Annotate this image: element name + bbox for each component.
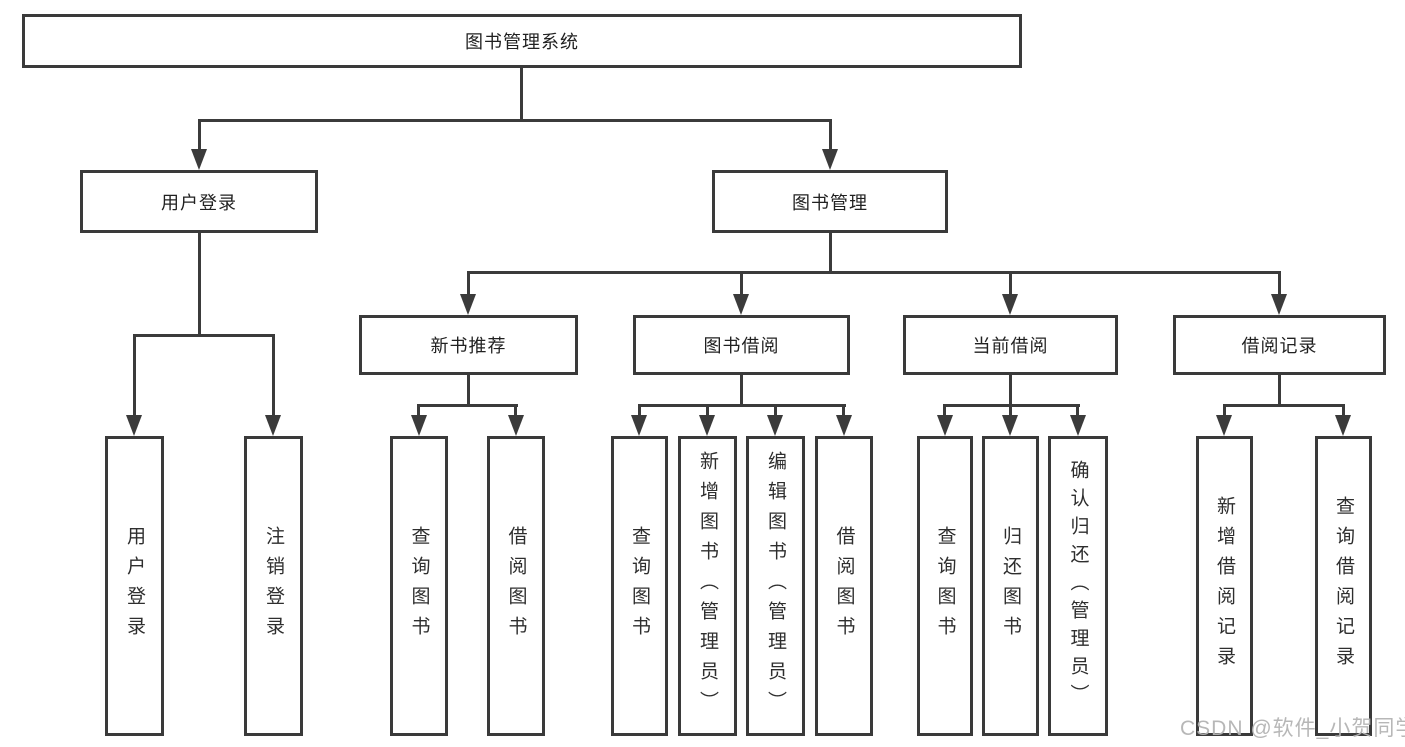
leaf-borrow-books-label: 借阅图书 <box>833 526 855 646</box>
connector-bookborrow-crossbar <box>638 404 846 407</box>
arrowhead-addbook <box>699 415 715 436</box>
leaf-add-book-admin: 新增图书（管理员） <box>678 436 737 736</box>
connector-newbook-stem <box>467 375 470 406</box>
leaf-return-books: 归还图书 <box>982 436 1039 736</box>
connector-drop-book-management <box>829 119 832 151</box>
connector-drop-query2 <box>638 404 641 417</box>
node-book-borrowing-label: 图书借阅 <box>703 336 780 356</box>
arrowhead-borrow-record <box>1271 294 1287 315</box>
connector-drop-leaf-user-login <box>133 334 136 416</box>
arrowhead-leaf-user-login <box>126 415 142 436</box>
connector-drop-borrow1 <box>514 404 517 417</box>
node-new-book-recommendation-label: 新书推荐 <box>430 336 507 356</box>
arrowhead-book-borrow <box>733 294 749 315</box>
node-borrowing-records-label: 借阅记录 <box>1241 336 1318 356</box>
connector-drop-leaf-logout <box>272 334 275 416</box>
arrowhead-borrow2 <box>836 415 852 436</box>
connector-drop-new-book <box>467 271 470 296</box>
leaf-add-borrow-record: 新增借阅记录 <box>1196 436 1253 736</box>
connector-currentborrow-stem <box>1009 375 1012 406</box>
connector-drop-queryrecord <box>1342 404 1345 417</box>
arrowhead-book-management <box>822 149 838 170</box>
connector-bookmgmt-stem <box>829 233 832 273</box>
leaf-user-login-label: 用户登录 <box>124 526 145 646</box>
connector-drop-user-login <box>198 119 201 151</box>
arrowhead-queryrecord <box>1335 415 1351 436</box>
leaf-edit-book-admin-label: 编辑图书（管理员） <box>765 451 786 721</box>
leaf-query-books-current-label: 查询图书 <box>934 526 956 646</box>
connector-drop-borrow2 <box>842 404 845 417</box>
connector-drop-query1 <box>417 404 420 417</box>
leaf-borrow-books-recommend-label: 借阅图书 <box>505 526 527 646</box>
leaf-confirm-return-admin: 确认归还（管理员） <box>1048 436 1108 736</box>
connector-bookmgmt-crossbar <box>467 271 1281 274</box>
connector-userlogin-stem <box>198 233 201 337</box>
leaf-add-borrow-record-label: 新增借阅记录 <box>1214 496 1235 676</box>
arrowhead-confirm-return <box>1070 415 1086 436</box>
leaf-query-books-recommend: 查询图书 <box>390 436 448 736</box>
leaf-query-borrow-record: 查询借阅记录 <box>1315 436 1372 736</box>
node-user-login-label: 用户登录 <box>161 192 237 213</box>
leaf-user-login: 用户登录 <box>105 436 164 736</box>
node-borrowing-records: 借阅记录 <box>1173 315 1386 375</box>
node-book-management-label: 图书管理 <box>792 192 868 213</box>
leaf-logout: 注销登录 <box>244 436 303 736</box>
arrowhead-query3 <box>937 415 953 436</box>
leaf-query-borrow-record-label: 查询借阅记录 <box>1333 496 1354 676</box>
connector-bookborrow-stem <box>740 375 743 406</box>
leaf-confirm-return-admin-label: 确认归还（管理员） <box>1067 460 1089 712</box>
connector-drop-addbook <box>706 404 709 417</box>
leaf-query-books-borrow: 查询图书 <box>611 436 668 736</box>
node-current-borrowing: 当前借阅 <box>903 315 1118 375</box>
connector-drop-current-borrow <box>1009 271 1012 296</box>
connector-drop-editbook <box>774 404 777 417</box>
connector-userlogin-crossbar <box>133 334 275 337</box>
node-root: 图书管理系统 <box>22 14 1022 68</box>
leaf-logout-label: 注销登录 <box>263 526 284 646</box>
node-current-borrowing-label: 当前借阅 <box>972 336 1049 356</box>
connector-drop-addrecord <box>1223 404 1226 417</box>
connector-newbook-crossbar <box>417 404 518 407</box>
leaf-borrow-books-recommend: 借阅图书 <box>487 436 545 736</box>
arrowhead-user-login <box>191 149 207 170</box>
node-book-management: 图书管理 <box>712 170 948 233</box>
connector-drop-return <box>1009 404 1012 417</box>
leaf-add-book-admin-label: 新增图书（管理员） <box>697 451 718 721</box>
connector-borrowrecord-stem <box>1278 375 1281 406</box>
arrowhead-editbook <box>767 415 783 436</box>
leaf-query-books-borrow-label: 查询图书 <box>629 526 650 646</box>
arrowhead-return <box>1002 415 1018 436</box>
connector-drop-confirm-return <box>1076 404 1079 417</box>
connector-drop-book-borrow <box>740 271 743 296</box>
connector-root-stem <box>520 68 523 122</box>
arrowhead-addrecord <box>1216 415 1232 436</box>
arrowhead-query1 <box>411 415 427 436</box>
leaf-edit-book-admin: 编辑图书（管理员） <box>746 436 805 736</box>
arrowhead-query2 <box>631 415 647 436</box>
node-new-book-recommendation: 新书推荐 <box>359 315 578 375</box>
watermark: CSDN @软件_小贺同学 <box>1180 717 1405 740</box>
connector-root-crossbar <box>198 119 832 122</box>
leaf-return-books-label: 归还图书 <box>1000 526 1021 646</box>
arrowhead-current-borrow <box>1002 294 1018 315</box>
node-user-login: 用户登录 <box>80 170 318 233</box>
arrowhead-borrow1 <box>508 415 524 436</box>
node-root-label: 图书管理系统 <box>465 32 579 52</box>
leaf-query-books-recommend-label: 查询图书 <box>408 526 430 646</box>
leaf-borrow-books: 借阅图书 <box>815 436 873 736</box>
node-book-borrowing: 图书借阅 <box>633 315 850 375</box>
arrowhead-new-book <box>460 294 476 315</box>
leaf-query-books-current: 查询图书 <box>917 436 973 736</box>
connector-drop-query3 <box>943 404 946 417</box>
connector-borrowrecord-crossbar <box>1223 404 1345 407</box>
connector-drop-borrow-record <box>1278 271 1281 296</box>
arrowhead-leaf-logout <box>265 415 281 436</box>
